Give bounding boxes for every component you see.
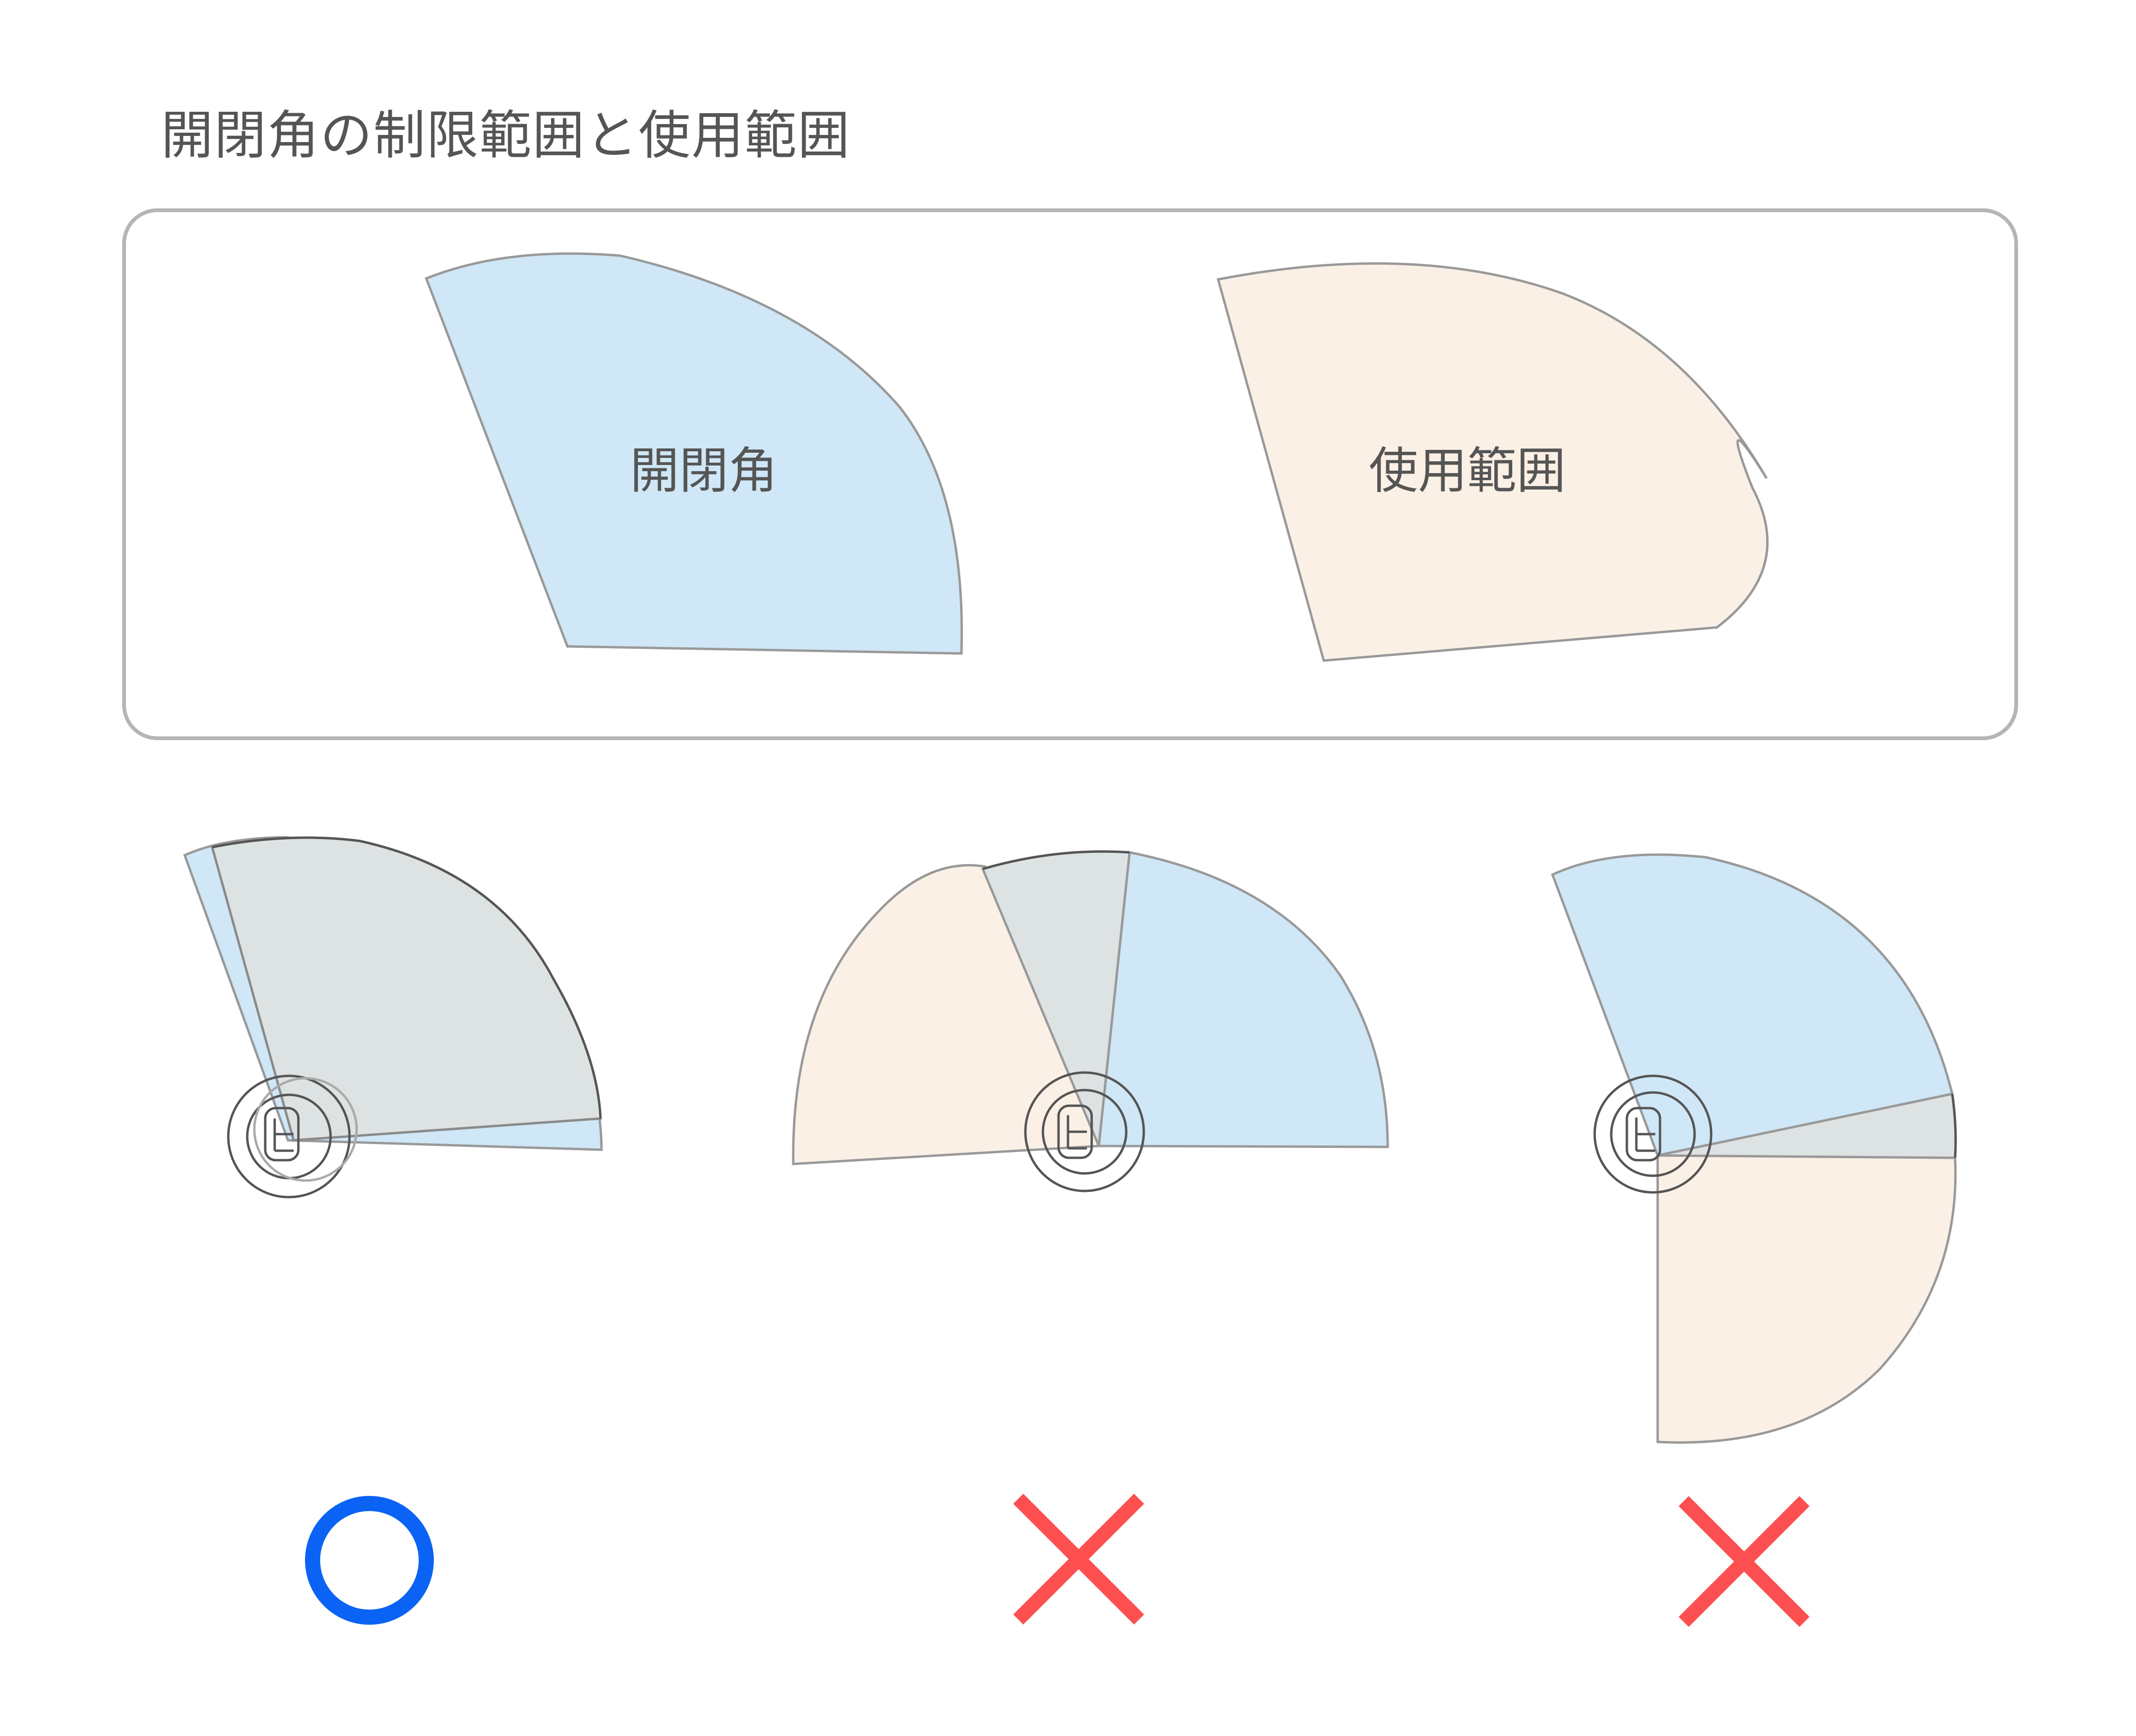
hinge-icon bbox=[1024, 1071, 1145, 1192]
usage-range-edge bbox=[1951, 1093, 1957, 1158]
cross-icon bbox=[1678, 1496, 1810, 1627]
hinge-icon bbox=[1593, 1074, 1713, 1194]
usage-range-edge bbox=[982, 850, 1130, 870]
correct-circle-icon bbox=[305, 1496, 434, 1625]
usage-range-fan bbox=[1656, 1154, 1957, 1444]
example-incorrect-2 bbox=[1551, 853, 1957, 1444]
legend-opening-angle-fan bbox=[424, 252, 963, 655]
legend-usage-range-fan bbox=[1216, 262, 1769, 662]
page-title: 開閉角の制限範囲と使用範囲 bbox=[161, 105, 851, 166]
usage-range-fan bbox=[792, 864, 1101, 1165]
cross-icon bbox=[1013, 1494, 1144, 1625]
opening-angle-fan bbox=[1551, 853, 1954, 1157]
legend-usage-range-label: 使用範囲 bbox=[1369, 442, 1566, 500]
usage-range-edge bbox=[212, 836, 602, 1119]
example-correct bbox=[183, 836, 603, 1199]
legend-opening-angle-label: 開閉角 bbox=[630, 442, 778, 500]
hinge-icon bbox=[227, 1074, 358, 1199]
example-incorrect-1 bbox=[792, 850, 1389, 1192]
opening-angle-fan bbox=[1097, 851, 1389, 1148]
